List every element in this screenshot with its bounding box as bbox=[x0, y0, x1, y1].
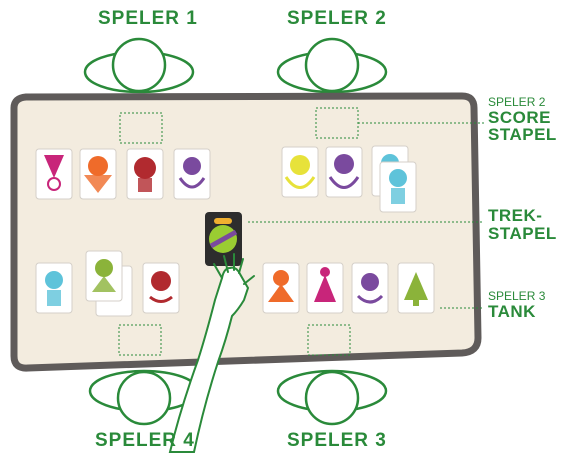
seat-player-1 bbox=[85, 39, 193, 92]
card-cyan bbox=[36, 263, 72, 313]
score-pile-callout: SPELER 2 SCORE STAPEL bbox=[488, 96, 557, 144]
draw-callout-title-2: STAPEL bbox=[488, 225, 557, 243]
player-2-label: SPELER 2 bbox=[287, 8, 387, 30]
score-callout-title-2: STAPEL bbox=[488, 126, 557, 144]
seat-player-2 bbox=[278, 39, 386, 92]
player-1-label: SPELER 1 bbox=[98, 8, 198, 30]
card-magenta bbox=[36, 149, 72, 199]
draw-pile-callout: TREK- STAPEL bbox=[488, 207, 557, 243]
tank-callout-player: SPELER 3 bbox=[488, 290, 545, 303]
card-cyan bbox=[380, 162, 416, 212]
card-orange bbox=[80, 149, 116, 199]
card-yellow bbox=[282, 147, 318, 197]
card-red bbox=[143, 263, 179, 313]
card-orange bbox=[263, 263, 299, 313]
card-green bbox=[86, 251, 122, 301]
card-red bbox=[127, 149, 163, 199]
game-table bbox=[14, 96, 478, 368]
player-4-label: SPELER 4 bbox=[95, 430, 195, 452]
card-green bbox=[398, 263, 434, 313]
draw-callout-title-1: TREK- bbox=[488, 207, 557, 225]
score-callout-title-1: SCORE bbox=[488, 109, 557, 127]
card-purple bbox=[352, 263, 388, 313]
card-purple bbox=[174, 149, 210, 199]
score-callout-player: SPELER 2 bbox=[488, 96, 557, 109]
tank-callout: SPELER 3 TANK bbox=[488, 290, 545, 320]
card-magenta bbox=[307, 263, 343, 313]
seat-player-3 bbox=[278, 371, 386, 424]
player-3-label: SPELER 3 bbox=[287, 430, 387, 452]
tank-callout-title: TANK bbox=[488, 303, 545, 321]
card-purple bbox=[326, 147, 362, 197]
